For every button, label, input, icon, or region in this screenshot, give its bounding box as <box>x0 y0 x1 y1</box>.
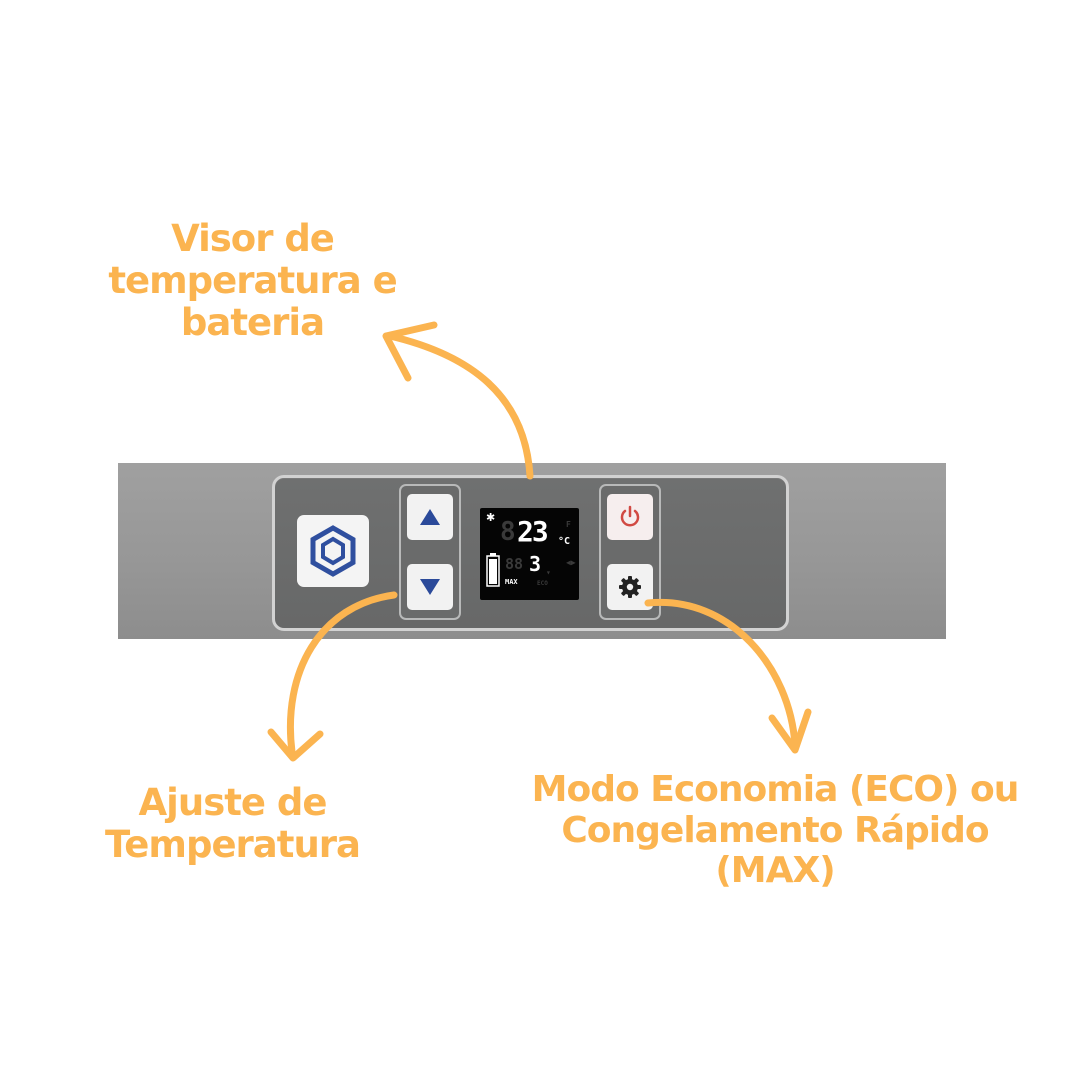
callout-adjust-label: Ajuste de Temperatura <box>90 782 375 866</box>
adjust-callout-arrowhead <box>267 728 324 762</box>
logo-key <box>297 515 369 587</box>
set-temp-ghost-digits: 88 <box>505 555 524 573</box>
main-temperature-unit: °C <box>558 536 571 547</box>
callout-mode-line1: Modo Economia (ECO) ou <box>531 769 1020 810</box>
callout-adjust-line1: Ajuste de <box>138 781 328 824</box>
power-button[interactable] <box>607 494 653 540</box>
status-indicators: ◀▶ <box>566 558 576 567</box>
eco-label-ghost: ECO <box>537 580 548 587</box>
triangle-down-icon <box>420 579 440 595</box>
temperature-up-button[interactable] <box>407 494 453 540</box>
display-callout-arrow <box>386 332 534 480</box>
set-temperature-readout: 3 <box>529 552 542 576</box>
power-icon <box>620 505 640 527</box>
adjust-callout-arrow <box>286 591 398 756</box>
callout-display-line3: bateria <box>180 300 325 344</box>
mode-label: MAX <box>505 578 518 586</box>
callout-mode-line2: Congelamento Rápido (MAX) <box>561 809 989 892</box>
mode-callout-arrow <box>644 598 799 749</box>
main-temp-ghost-digit: 8 <box>500 517 516 547</box>
callout-display-line1: Visor de <box>171 217 335 260</box>
callout-adjust-line2: Temperatura <box>104 822 361 866</box>
gear-icon <box>619 576 641 598</box>
power-mode-group <box>599 484 661 620</box>
triangle-up-icon <box>420 509 440 525</box>
temperature-down-button[interactable] <box>407 564 453 610</box>
mode-callout-arrowhead <box>768 708 812 754</box>
callout-display-label: Visor de temperatura e bateria <box>100 218 405 343</box>
temperature-battery-display: ✱ 8 23 °C F 88 3 ▾ ◀▶ MAX ECO <box>480 508 579 600</box>
mode-button[interactable] <box>607 564 653 610</box>
set-temp-minor-indicators: ▾ <box>546 568 551 577</box>
hexagon-logo-icon <box>310 525 356 577</box>
callout-display-line2: temperatura e <box>108 258 397 302</box>
callout-mode-label: Modo Economia (ECO) ou Congelamento Rápi… <box>515 769 1035 892</box>
battery-icon <box>486 553 500 587</box>
display-callout-arrowhead <box>382 321 438 382</box>
main-temperature-readout: 23 <box>517 515 549 548</box>
temperature-adjust-group <box>399 484 461 620</box>
snowflake-icon: ✱ <box>486 511 496 524</box>
fahrenheit-unit-indicator: F <box>566 520 571 529</box>
